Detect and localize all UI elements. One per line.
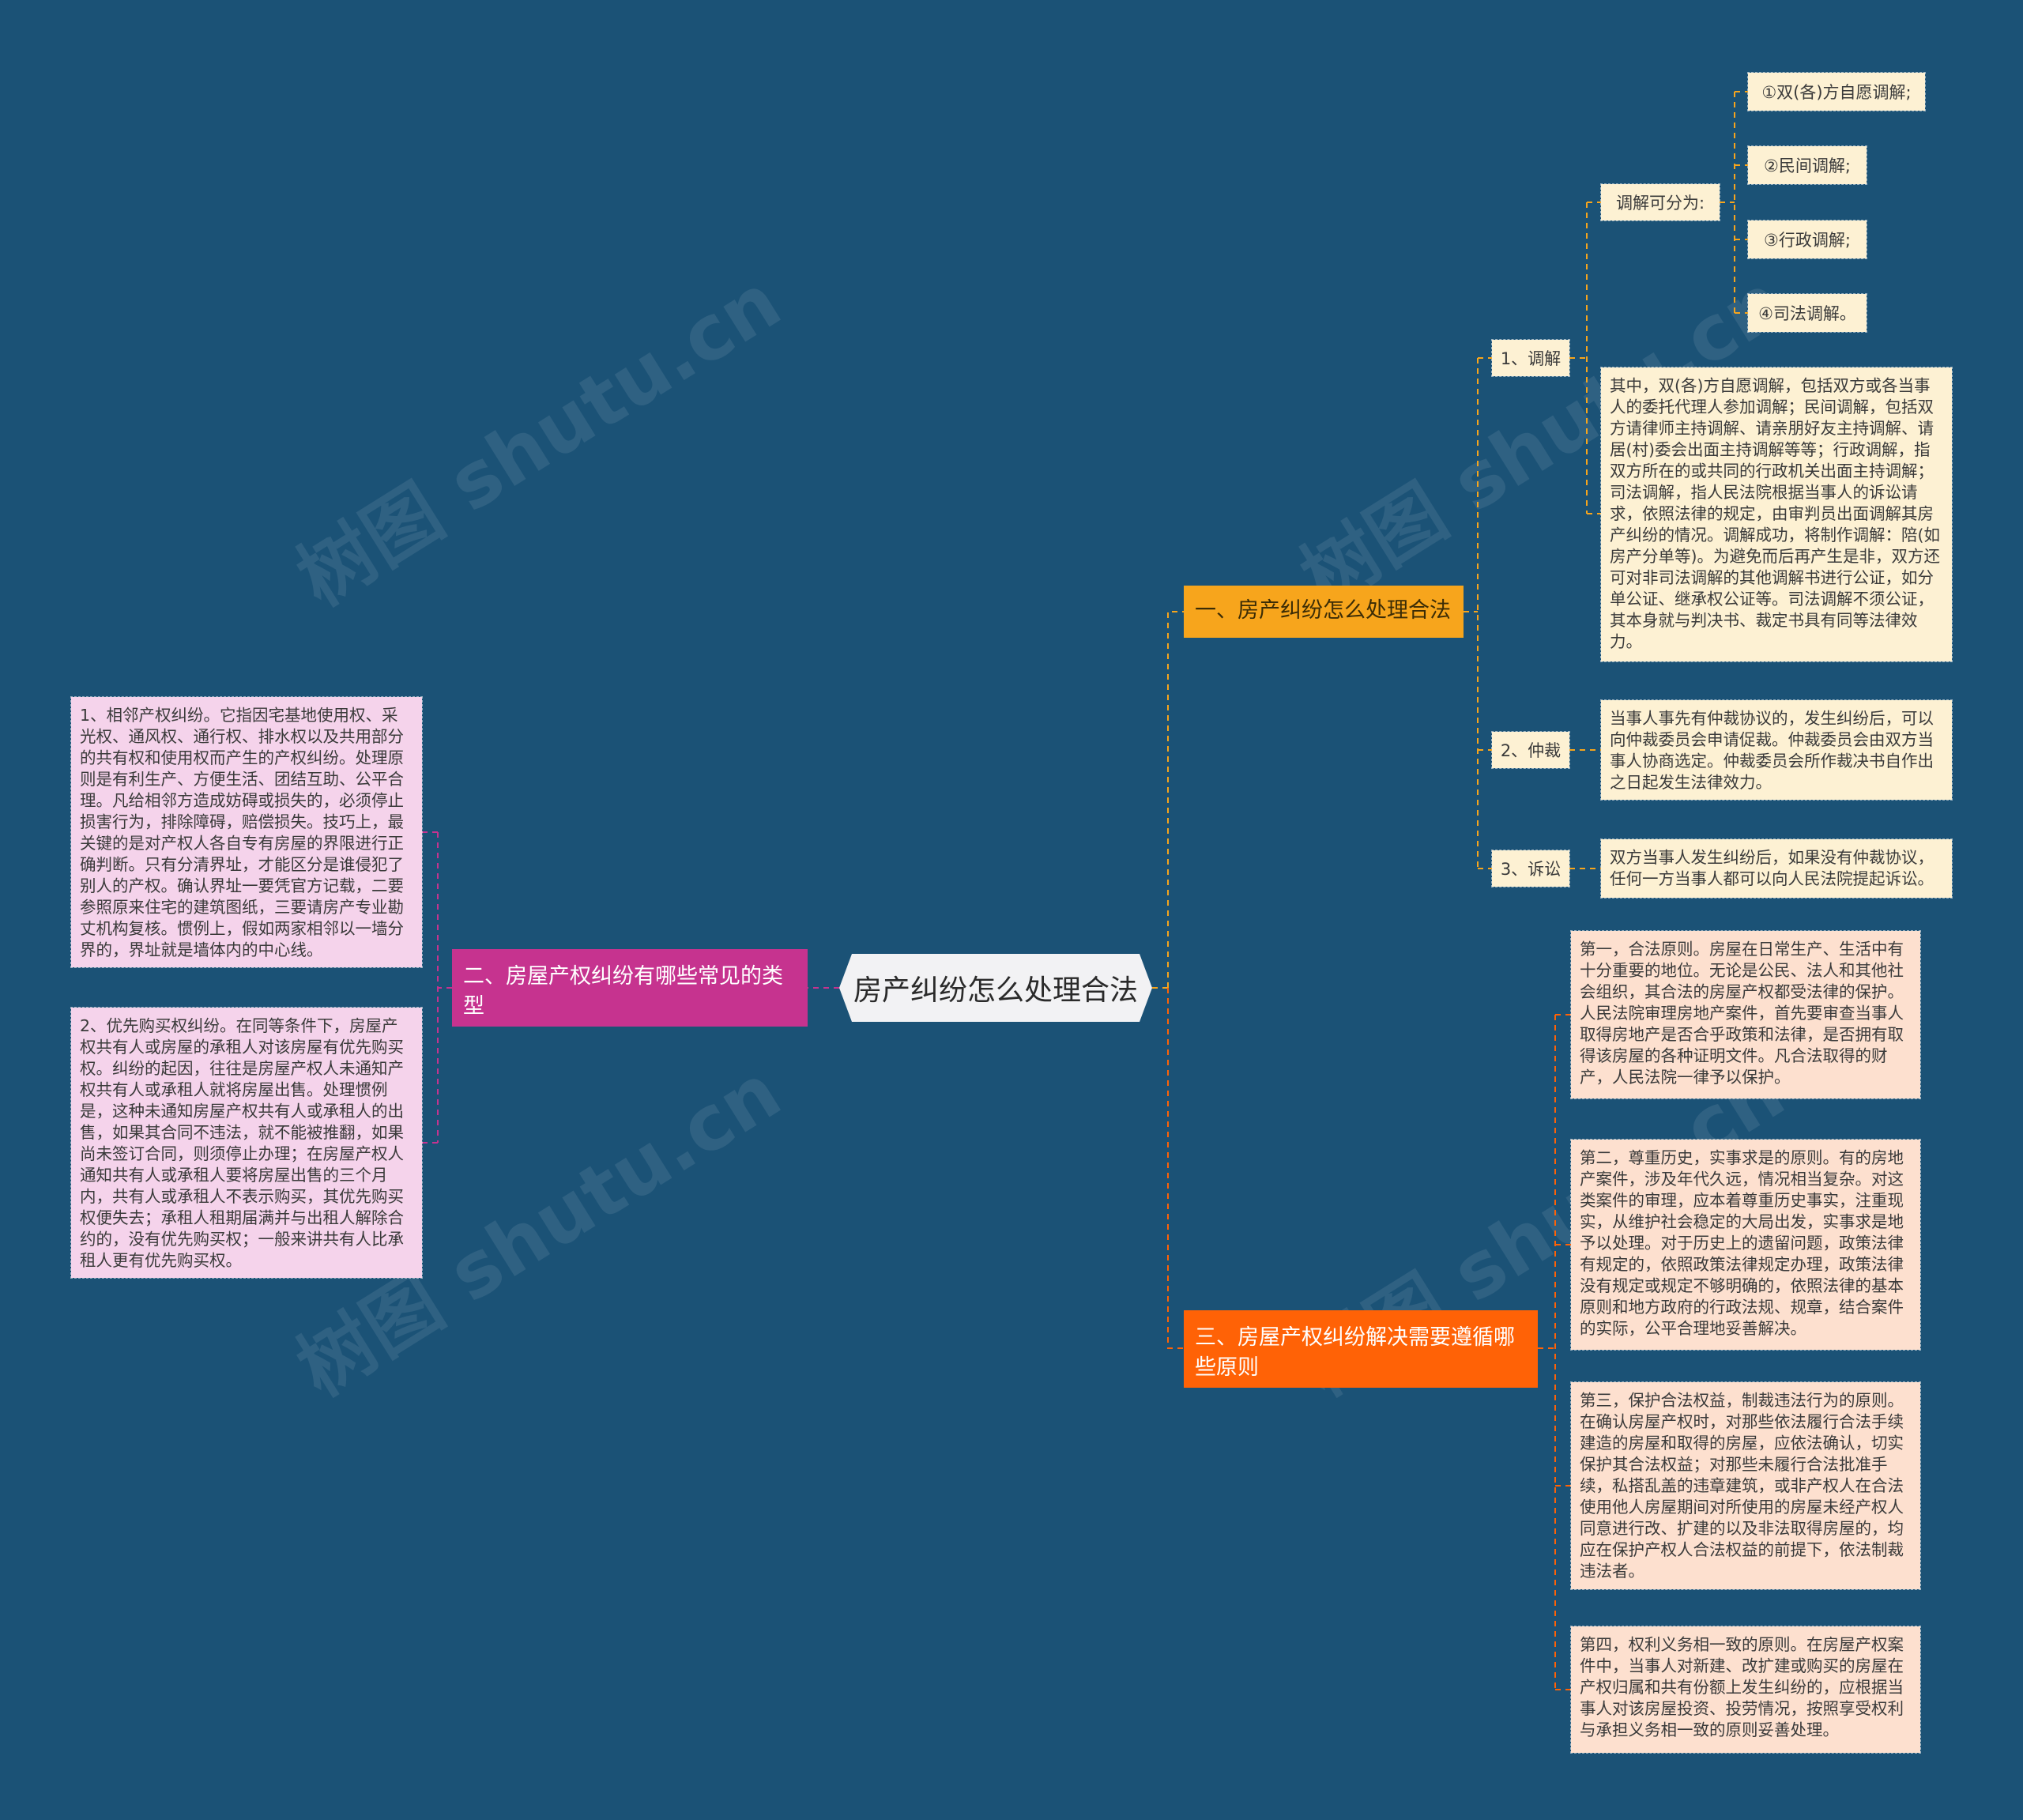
principle-item[interactable]: 第二，尊重历史，实事求是的原则。有的房地产案件，涉及年代久远，情况相当复杂。对这… [1570,1139,1921,1351]
branch-principles[interactable]: 三、房屋产权纠纷解决需要遵循哪些原则 [1184,1310,1538,1388]
sub-litigation[interactable]: 3、诉讼 [1491,850,1570,887]
sub-mediation[interactable]: 1、调解 [1491,339,1570,377]
mediation-type-item[interactable]: ②民间调解; [1747,145,1867,185]
litigation-detail[interactable]: 双方当事人发生纠纷后，如果没有仲裁协议，任何一方当事人都可以向人民法院提起诉讼。 [1600,838,1953,899]
principle-item[interactable]: 第一，合法原则。房屋在日常生产、生活中有十分重要的地位。无论是公民、法人和其他社… [1570,930,1921,1099]
principle-item[interactable]: 第四，权利义务相一致的原则。在房屋产权案件中，当事人对新建、改扩建或购买的房屋在… [1570,1626,1921,1754]
mediation-detail[interactable]: 其中，双(各)方自愿调解，包括双方或各当事人的委托代理人参加调解；民间调解，包括… [1600,367,1953,662]
mediation-type-item[interactable]: ①双(各)方自愿调解; [1747,72,1926,111]
branch-handling-methods[interactable]: 一、房产纠纷怎么处理合法 [1184,586,1464,638]
branch-dispute-types[interactable]: 二、房屋产权纠纷有哪些常见的类型 [452,949,808,1027]
dispute-type-item[interactable]: 1、相邻产权纠纷。它指因宅基地使用权、采光权、通风权、通行权、排水权以及共用部分… [70,696,423,968]
principle-item[interactable]: 第三，保护合法权益，制裁违法行为的原则。在确认房屋产权时，对那些依法履行合法手续… [1570,1381,1921,1590]
sub-arbitration[interactable]: 2、仲裁 [1491,731,1570,769]
mediation-type-item[interactable]: ④司法调解。 [1747,293,1867,333]
dispute-type-item[interactable]: 2、优先购买权纠纷。在同等条件下，房屋产权共有人或房屋的承租人对该房屋有优先购买… [70,1007,423,1279]
mediation-type-item[interactable]: ③行政调解; [1747,220,1867,259]
root-topic[interactable]: 房产纠纷怎么处理合法 [839,954,1152,1022]
mediation-types-title[interactable]: 调解可分为: [1600,183,1720,221]
arbitration-detail[interactable]: 当事人事先有仲裁协议的，发生纠纷后，可以向仲裁委员会申请促裁。仲裁委员会由双方当… [1600,699,1953,801]
